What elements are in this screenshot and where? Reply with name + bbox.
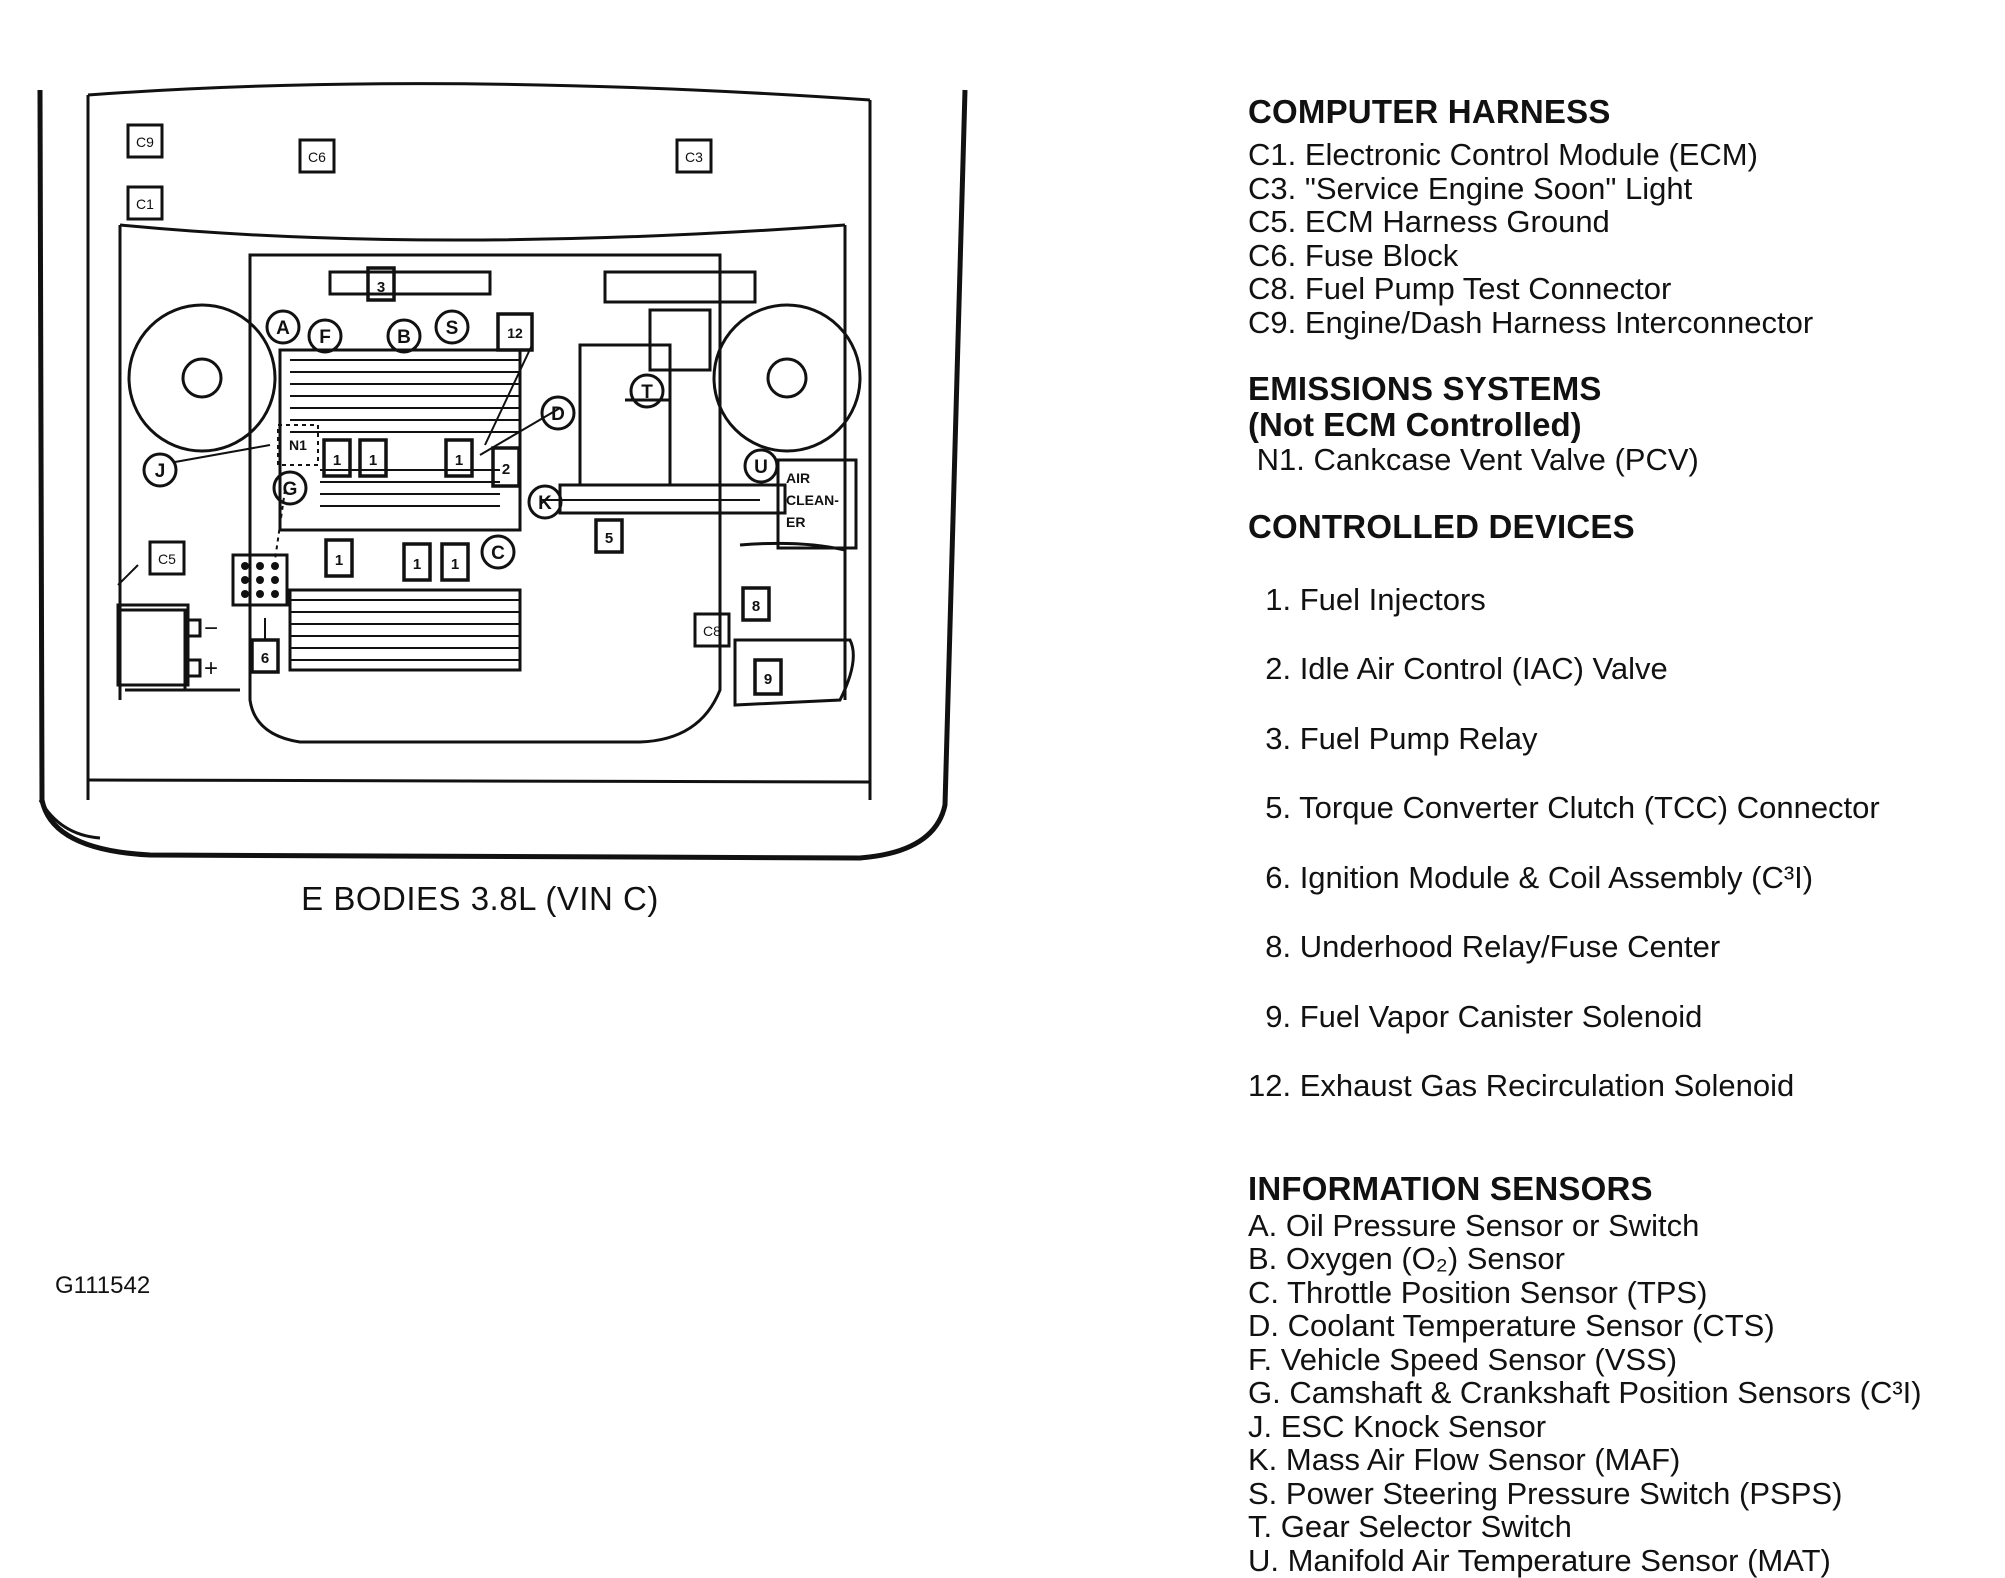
callout-9: 9 — [764, 671, 772, 688]
callout-a: A — [276, 318, 290, 339]
callout-k: K — [538, 493, 552, 514]
section-title: INFORMATION SENSORS — [1248, 1169, 1653, 1207]
callout-b: B — [397, 327, 411, 348]
list-item: 8. Underhood Relay/Fuse Center — [1248, 929, 1721, 964]
air-cleaner: AIR CLEAN- ER — [776, 458, 858, 550]
list-item: 2. Idle Air Control (IAC) Valve — [1248, 651, 1668, 686]
list-item: 3. Fuel Pump Relay — [1248, 720, 1538, 756]
legend-controlled-devices: CONTROLLED DEVICES 1. Fuel Injectors 2. … — [1248, 507, 1978, 1139]
connector-callouts: C9 C6 C3 C1 C5 C8 N1 — [126, 123, 731, 648]
list-item: B. Oxygen (O₂) Sensor — [1248, 1241, 1565, 1276]
callout-n1: N1 — [289, 437, 307, 453]
callout-c8: C8 — [703, 623, 721, 639]
legend-computer-harness: COMPUTER HARNESS C1. Electronic Control … — [1248, 92, 1978, 339]
engine-block — [120, 253, 855, 744]
callout-c9: C9 — [136, 134, 154, 150]
svg-text:+: + — [204, 655, 218, 682]
callout-c6: C6 — [308, 149, 326, 165]
list-item: C3. "Service Engine Soon" Light — [1248, 170, 1693, 206]
sensor-callouts: A F B S D J G K C T U — [142, 309, 779, 570]
list-item: S. Power Steering Pressure Switch (PSPS) — [1248, 1475, 1843, 1511]
callout-1: 1 — [335, 552, 343, 569]
right-wheel — [712, 303, 862, 453]
list-item: T. Gear Selector Switch — [1248, 1509, 1572, 1544]
list-item: U. Manifold Air Temperature Sensor (MAT) — [1248, 1542, 1831, 1578]
list-item: G. Camshaft & Crankshaft Position Sensor… — [1248, 1375, 1922, 1410]
callout-c5: C5 — [158, 551, 176, 567]
legend-emissions-systems: EMISSIONS SYSTEMS (Not ECM Controlled) N… — [1248, 369, 1978, 477]
numbered-callouts: 3 12 2 5 6 8 9 — [250, 266, 783, 696]
callout-12: 12 — [507, 325, 523, 341]
callout-s: S — [446, 318, 459, 339]
callout-8: 8 — [752, 598, 760, 615]
list-item: J. ESC Knock Sensor — [1248, 1408, 1547, 1444]
vehicle-body-outline — [37, 82, 968, 861]
list-item: 12. Exhaust Gas Recirculation Solenoid — [1248, 1068, 1795, 1103]
callout-1: 1 — [413, 556, 421, 573]
fuel-injector-callouts: 1 1 1 1 1 1 — [322, 438, 474, 582]
list-item: D. Coolant Temperature Sensor (CTS) — [1248, 1308, 1775, 1343]
list-item: 6. Ignition Module & Coil Assembly (C³I) — [1248, 859, 1814, 895]
svg-text:−: − — [204, 615, 218, 642]
callout-t: T — [641, 382, 653, 403]
svg-text:AIR: AIR — [786, 470, 810, 486]
callout-c1: C1 — [136, 196, 154, 212]
list-item: 5. Torque Converter Clutch (TCC) Connect… — [1248, 790, 1880, 825]
callout-c: C — [491, 543, 505, 564]
section-title: CONTROLLED DEVICES — [1248, 507, 1635, 545]
svg-text:CLEAN-: CLEAN- — [786, 492, 839, 508]
callout-f: F — [319, 327, 331, 348]
legend: COMPUTER HARNESS C1. Electronic Control … — [1248, 92, 1978, 1577]
callout-1: 1 — [333, 452, 341, 469]
callout-2: 2 — [502, 461, 510, 478]
list-item: C9. Engine/Dash Harness Interconnector — [1248, 304, 1814, 340]
list-item: C5. ECM Harness Ground — [1248, 204, 1610, 239]
callout-3: 3 — [377, 279, 385, 296]
callout-1: 1 — [455, 452, 463, 469]
callout-d: D — [551, 404, 565, 425]
list-item: A. Oil Pressure Sensor or Switch — [1248, 1207, 1700, 1243]
ignition-module — [231, 553, 289, 607]
section-title: EMISSIONS SYSTEMS — [1248, 370, 1602, 407]
list-item: 1. Fuel Injectors — [1248, 581, 1486, 617]
list-item: 9. Fuel Vapor Canister Solenoid — [1248, 998, 1703, 1034]
list-item: C6. Fuse Block — [1248, 237, 1459, 273]
callout-u: U — [754, 457, 768, 478]
left-wheel — [127, 303, 277, 453]
callout-c3: C3 — [685, 149, 703, 165]
list-item: C. Throttle Position Sensor (TPS) — [1248, 1274, 1708, 1310]
engine-diagram-svg: − + AIR CLEAN- ER C9 C6 C3 — [37, 82, 968, 861]
callout-j: J — [155, 461, 166, 482]
callout-5: 5 — [605, 530, 613, 547]
callout-1: 1 — [451, 556, 459, 573]
callout-g: G — [283, 479, 298, 500]
section-subtitle: (Not ECM Controlled) — [1248, 406, 1582, 443]
section-title: COMPUTER HARNESS — [1248, 93, 1611, 130]
battery: − + — [116, 603, 218, 687]
list-item: C8. Fuel Pump Test Connector — [1248, 271, 1672, 306]
list-item: N1. Cankcase Vent Valve (PCV) — [1248, 442, 1699, 477]
svg-text:ER: ER — [786, 514, 805, 530]
callout-6: 6 — [261, 650, 269, 667]
list-item: K. Mass Air Flow Sensor (MAF) — [1248, 1442, 1681, 1477]
diagram-caption: E BODIES 3.8L (VIN C) — [301, 880, 659, 917]
engine-compartment-diagram: − + AIR CLEAN- ER C9 C6 C3 — [0, 0, 1000, 1361]
list-item: C1. Electronic Control Module (ECM) — [1248, 137, 1758, 172]
callout-1: 1 — [369, 452, 377, 469]
legend-information-sensors: INFORMATION SENSORS A. Oil Pressure Sens… — [1248, 1169, 1978, 1578]
figure-id: G111542 — [55, 1272, 151, 1299]
list-item: F. Vehicle Speed Sensor (VSS) — [1248, 1341, 1678, 1377]
